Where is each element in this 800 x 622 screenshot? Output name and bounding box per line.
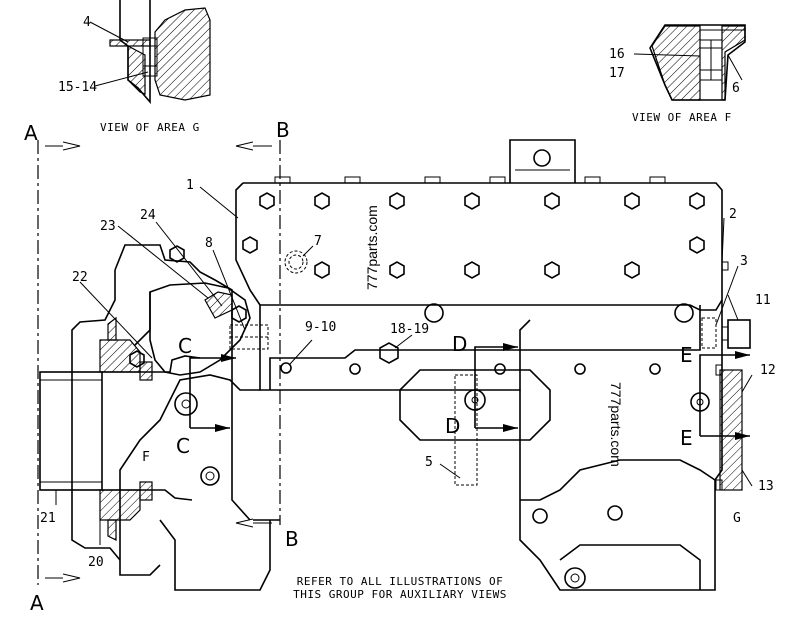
bolt-heads (129, 192, 705, 368)
callout-18-19: 18-19 (390, 322, 429, 337)
leader-lines (55, 186, 753, 545)
section-b-top: B (276, 118, 290, 142)
callout-11: 11 (755, 293, 771, 308)
watermark-left: 777parts.com (364, 205, 380, 290)
callout-2: 2 (729, 207, 737, 222)
callout-20: 20 (88, 555, 104, 570)
section-letters: A A B B C C D D E E F G (24, 118, 741, 615)
area-letter-f: F (142, 450, 150, 465)
note-line-1: REFER TO ALL ILLUSTRATIONS OF (297, 575, 504, 588)
callout-12: 12 (760, 363, 776, 378)
callout-16: 16 (609, 47, 625, 62)
callout-9-10: 9-10 (305, 320, 336, 335)
callout-8: 8 (205, 236, 213, 251)
callout-21: 21 (40, 511, 56, 526)
callout-3: 3 (740, 254, 748, 269)
shaft-seal-assembly (39, 316, 201, 541)
area-letter-g: G (733, 511, 741, 526)
dashed-parts (229, 317, 717, 486)
callout-6: 6 (732, 81, 740, 96)
section-b-bottom: B (285, 527, 299, 551)
callouts: 1 2 3 7 8 9-10 11 12 13 18-19 5 20 21 22… (40, 178, 776, 570)
callout-22: 22 (72, 270, 88, 285)
callout-13: 13 (758, 479, 774, 494)
watermark-right: 777parts.com (608, 382, 624, 467)
callout-4: 4 (83, 15, 91, 30)
section-a-bottom: A (30, 591, 44, 615)
detail-area-g: 4 15-14 VIEW OF AREA G (58, 0, 211, 134)
callout-23: 23 (100, 219, 116, 234)
section-d-bottom: D (445, 414, 460, 438)
section-a-top: A (24, 121, 38, 145)
top-edge-bumps (274, 176, 666, 183)
cover-plate (715, 261, 751, 491)
main-housing (71, 139, 723, 591)
section-arrows (45, 146, 750, 578)
section-e-top: E (680, 343, 693, 367)
detail-area-f: 16 17 6 VIEW OF AREA F (609, 24, 746, 124)
lever-assembly (134, 282, 251, 416)
caption-view-area-f: VIEW OF AREA F (632, 111, 732, 124)
callout-17: 17 (609, 66, 625, 81)
caption-view-area-g: VIEW OF AREA G (100, 121, 200, 134)
callout-1: 1 (186, 178, 194, 193)
callout-7: 7 (314, 234, 322, 249)
section-c-top: C (178, 334, 192, 358)
section-d-top: D (452, 332, 467, 356)
callout-5: 5 (425, 455, 433, 470)
note-line-2: THIS GROUP FOR AUXILIARY VIEWS (293, 588, 507, 601)
section-e-bottom: E (680, 426, 693, 450)
callout-24: 24 (140, 208, 156, 223)
callout-15-14: 15-14 (58, 80, 97, 95)
section-c-bottom: C (176, 434, 190, 458)
